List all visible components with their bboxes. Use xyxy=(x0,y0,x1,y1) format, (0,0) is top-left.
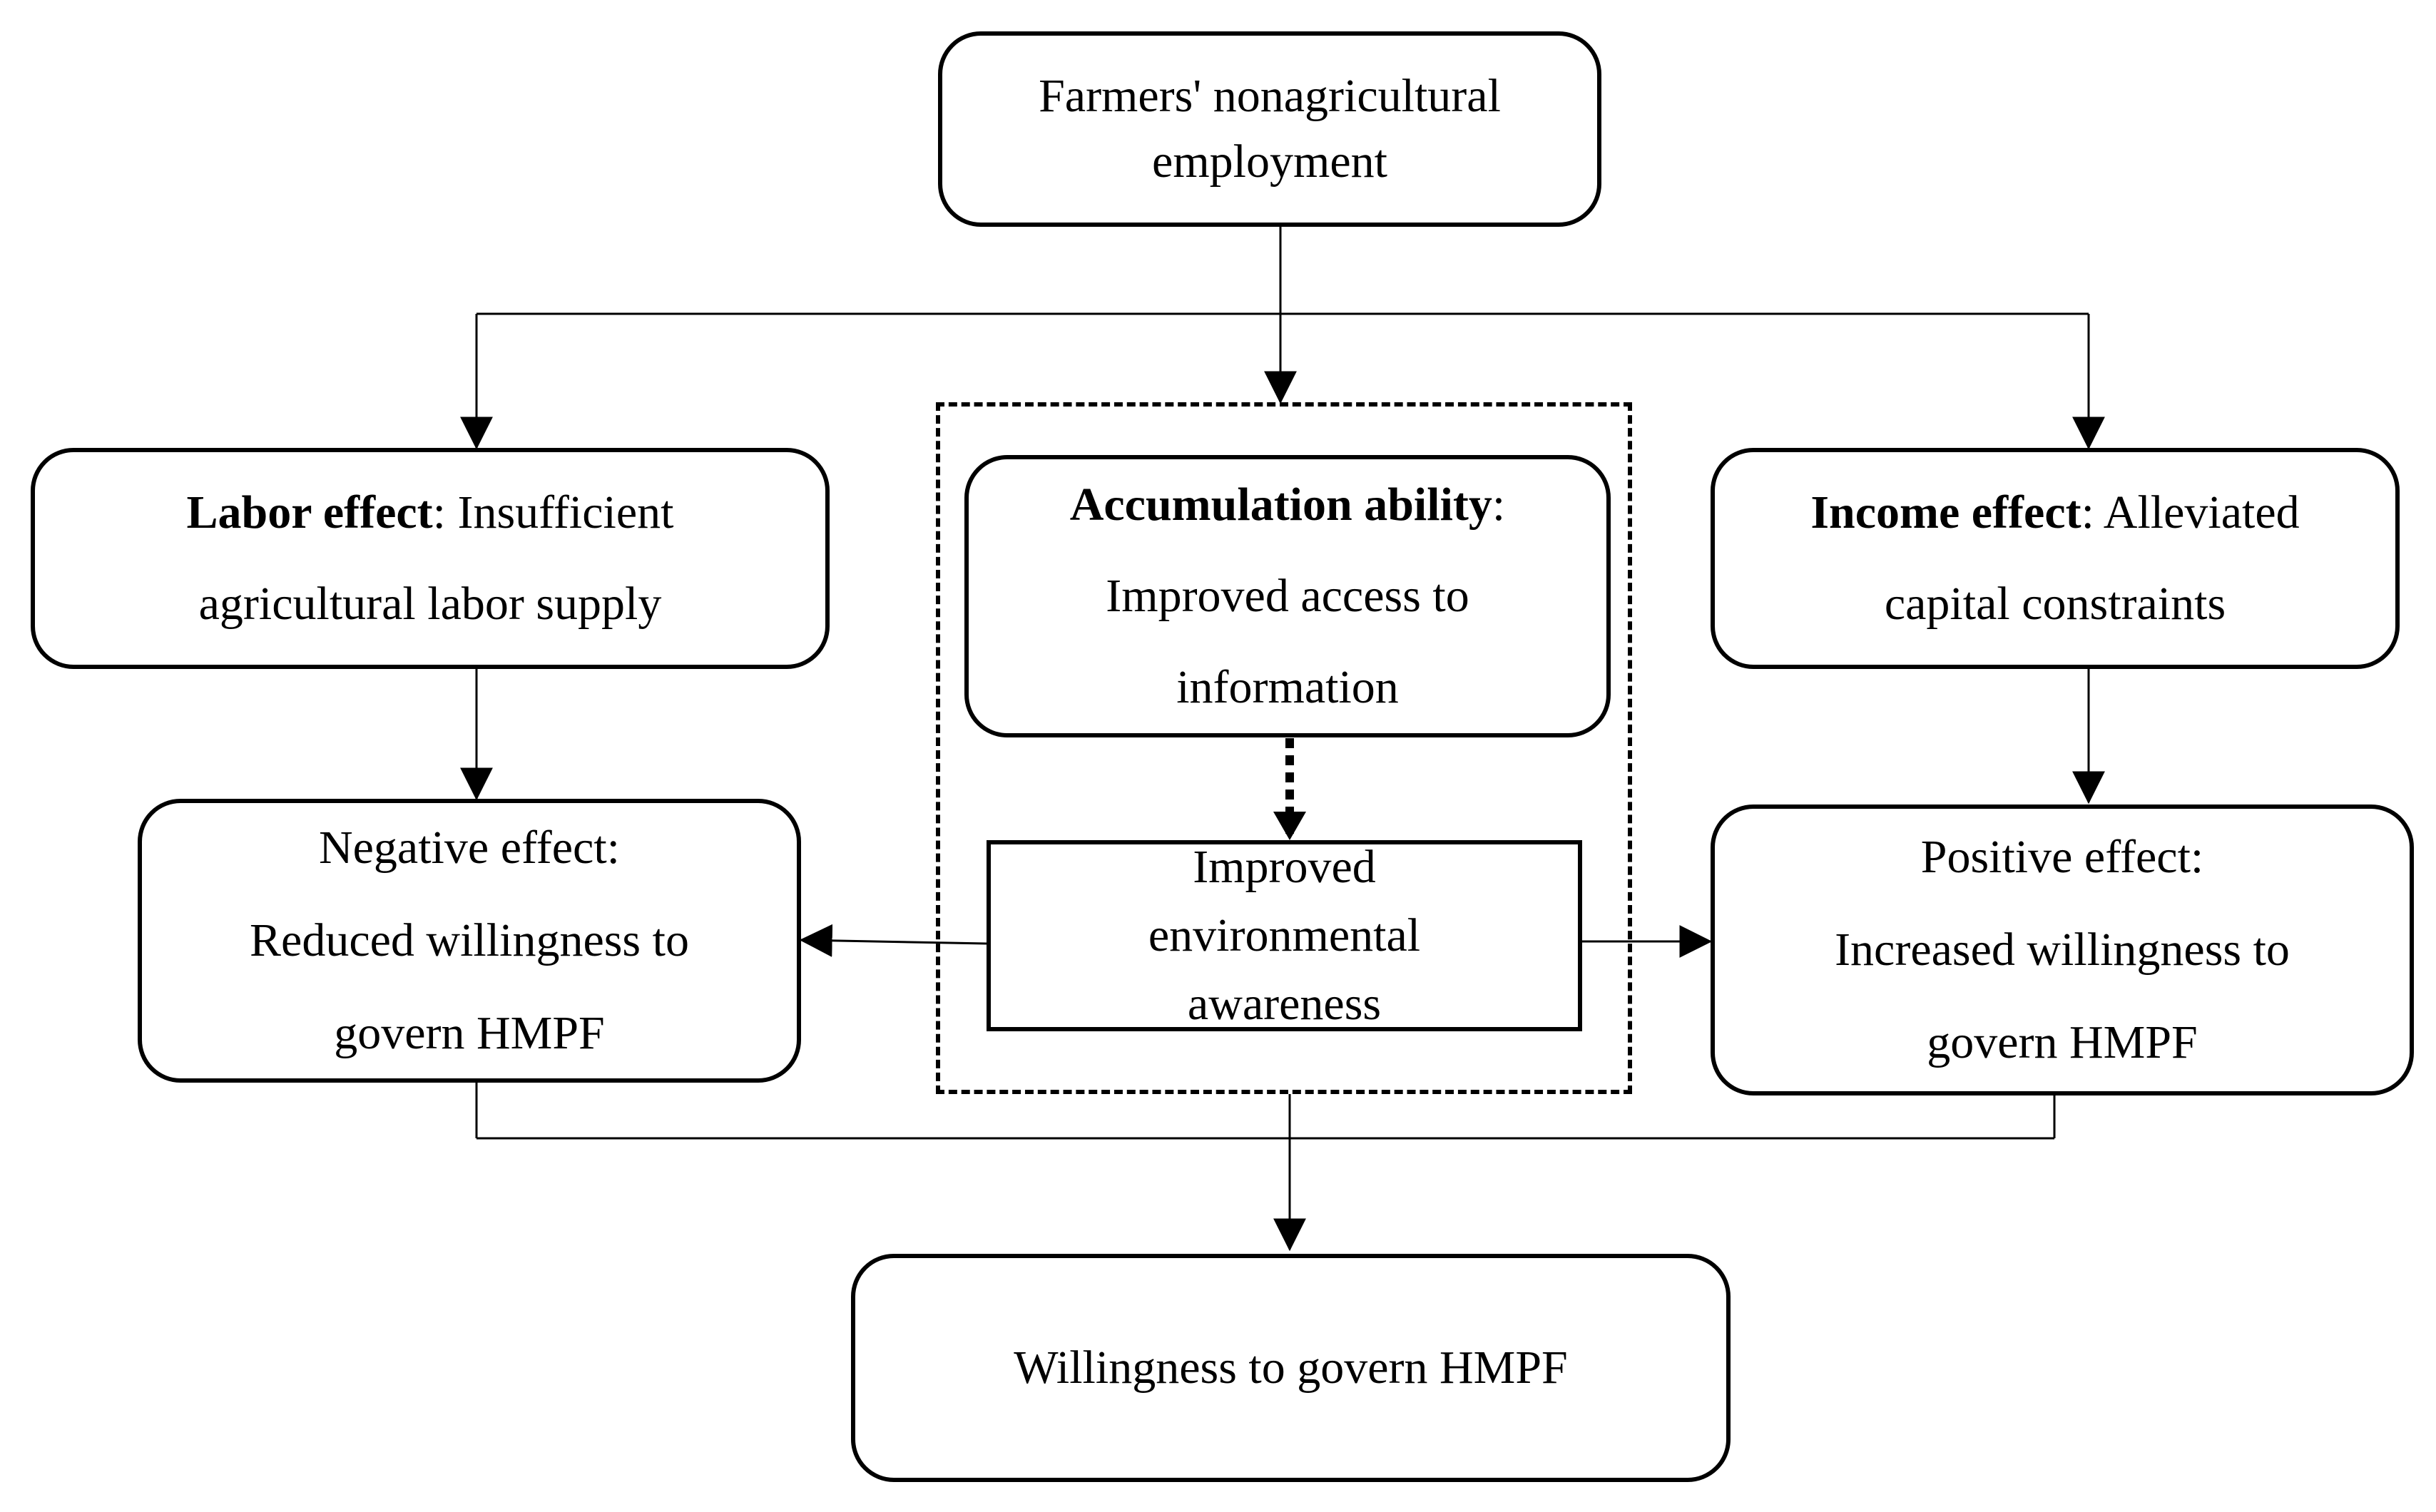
node-positive-effect: Positive effect: Increased willingness t… xyxy=(1711,804,2414,1095)
node-positive-effect-title: Positive effect: xyxy=(1920,831,2204,883)
arrow-accumulation-to-awareness-head xyxy=(1273,812,1306,840)
node-negative-effect-line3: govern HMPF xyxy=(334,1007,605,1059)
node-environmental-awareness: Improved environmental awareness xyxy=(987,840,1582,1031)
node-positive-effect-line2: Increased willingness to xyxy=(1835,924,2290,976)
node-accumulation-ability-text: : Improved access to information xyxy=(1106,479,1506,713)
node-willingness-to-govern-text: Willingness to govern HMPF xyxy=(1014,1342,1568,1394)
node-accumulation-ability-title: Accumulation ability xyxy=(1069,479,1492,531)
node-labor-effect-text: : Insufficient agricultural labor supply xyxy=(198,486,674,630)
node-nonagricultural-employment: Farmers' nonagricultural employment xyxy=(938,31,1601,227)
node-positive-effect-line3: govern HMPF xyxy=(1927,1016,2198,1068)
node-labor-effect: Labor effect: Insufficient agricultural … xyxy=(31,448,830,669)
arrow-awareness-to-negative xyxy=(799,924,987,957)
node-negative-effect-title: Negative effect: xyxy=(318,822,621,874)
node-negative-effect: Negative effect: Reduced willingness to … xyxy=(138,799,801,1083)
node-income-effect: Income effect: Alleviated capital constr… xyxy=(1711,448,2400,669)
node-income-effect-title: Income effect xyxy=(1810,486,2081,538)
node-willingness-to-govern: Willingness to govern HMPF xyxy=(851,1254,1731,1482)
accumulation-dashed-group xyxy=(936,402,1632,1094)
node-income-effect-text: : Alleviated capital constraints xyxy=(1884,486,2300,630)
node-negative-effect-line2: Reduced willingness to xyxy=(250,914,689,966)
node-labor-effect-title: Labor effect xyxy=(186,486,433,538)
node-environmental-awareness-text: Improved environmental awareness xyxy=(1148,841,1421,1030)
node-accumulation-ability: Accumulation ability: Improved access to… xyxy=(964,455,1611,737)
node-nonagricultural-employment-text: Farmers' nonagricultural employment xyxy=(1039,70,1501,188)
